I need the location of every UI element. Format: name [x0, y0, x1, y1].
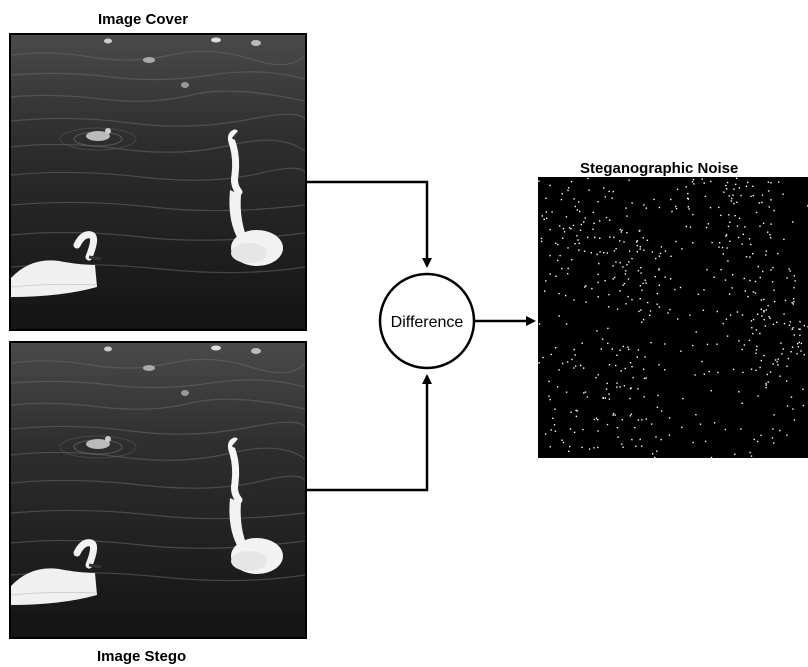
difference-node	[378, 272, 476, 370]
noise-title: Steganographic Noise	[580, 160, 739, 177]
steganographic-noise-image	[538, 177, 808, 458]
cover-to-difference-arrow	[307, 180, 432, 268]
cover-title: Image Cover	[98, 11, 189, 28]
stego-image	[9, 341, 307, 639]
difference-label: Difference	[391, 314, 464, 331]
stego-to-difference-arrow	[307, 374, 432, 492]
stego-title: Image Stego	[97, 648, 187, 665]
cover-image	[9, 33, 307, 331]
